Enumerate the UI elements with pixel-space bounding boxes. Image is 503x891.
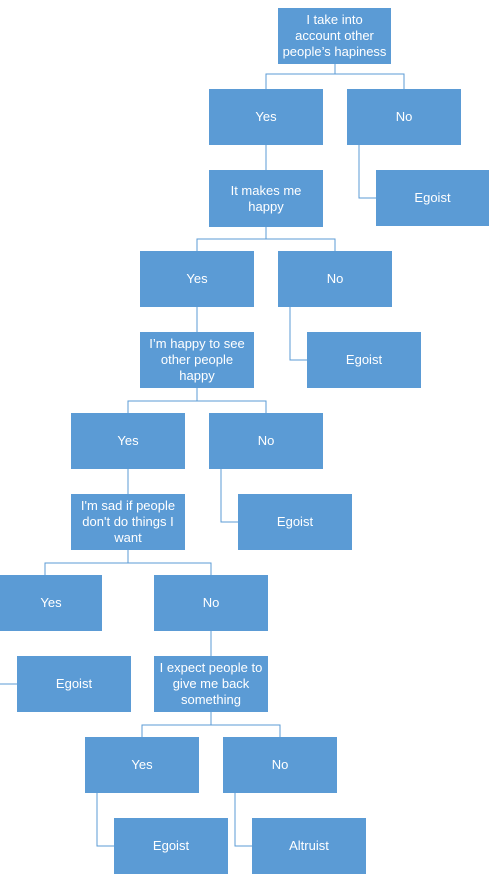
result-egoist-box: Egoist [238,494,352,550]
connector-q4-no [128,562,212,575]
answer-no-box: No [347,89,461,145]
connector-q2-no-result [289,307,307,361]
connector-q5-no-result [234,793,252,847]
result-altruist-box: Altruist [252,818,366,874]
answer-yes-box: Yes [71,413,185,469]
answer-no-box: No [209,413,323,469]
result-egoist-box: Egoist [17,656,131,712]
connector-q2-no [266,238,336,251]
question-expect-something-back: I expect people to give me back somethin… [154,656,268,712]
result-egoist-box: Egoist [307,332,421,388]
answer-no-box: No [223,737,337,793]
result-egoist-box: Egoist [376,170,489,226]
question-happy-to-see-others-happy: I’m happy to see other people happy [140,332,254,388]
connector-q5-yes-result [96,793,114,847]
answer-no-box: No [278,251,392,307]
question-makes-me-happy: It makes me happy [209,170,323,227]
answer-yes-box: Yes [85,737,199,793]
question-sad-if-people-dont-comply: I'm sad if people don't do things I want [71,494,185,550]
connector-q3-no [197,400,267,413]
connector-q2-yes [196,227,267,251]
connector-q1-no [335,73,405,89]
connector-q4-yes [44,550,129,575]
answer-no-box: No [154,575,268,631]
connector-q5-yes [141,712,212,737]
connector-q3-yes [127,388,198,413]
answer-yes-box: Yes [0,575,102,631]
connector-q5-no [211,724,281,737]
answer-yes-box: Yes [209,89,323,145]
connector-q1-no-result [358,145,376,199]
question-considers-others-happiness: I take into account other people’s hapin… [278,8,391,64]
result-egoist-box: Egoist [114,818,228,874]
connector-q1-yes [265,64,336,89]
connector-q3-no-result [220,469,238,523]
answer-yes-box: Yes [140,251,254,307]
